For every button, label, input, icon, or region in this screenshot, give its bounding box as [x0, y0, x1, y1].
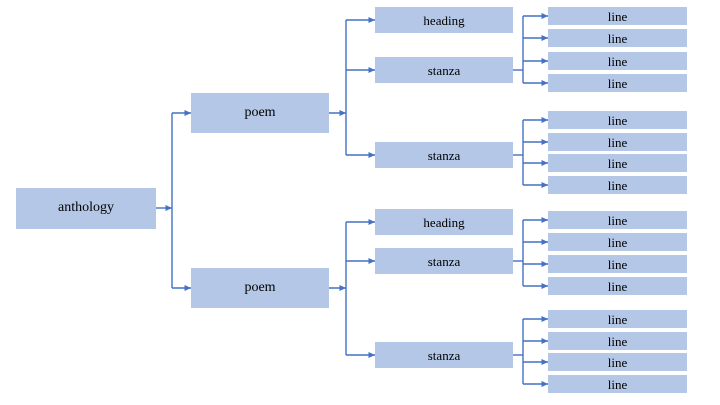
node-line-1-2-2: line [548, 353, 687, 371]
node-line-0-1-0: line [548, 7, 687, 25]
node-line-1-1-3: line [548, 277, 687, 295]
node-stanza-1-2: stanza [375, 342, 513, 368]
node-line-0-1-1: line [548, 29, 687, 47]
node-stanza-1-1: stanza [375, 248, 513, 274]
node-line-0-2-1: line [548, 133, 687, 151]
node-line-1-2-3: line [548, 375, 687, 393]
node-line-1-1-2: line [548, 255, 687, 273]
connector-group [156, 13, 548, 387]
node-line-0-2-2: line [548, 154, 687, 172]
node-line-0-2-3: line [548, 176, 687, 194]
node-poem-0: poem [191, 93, 329, 133]
node-stanza-0-1: stanza [375, 57, 513, 83]
node-line-0-1-3: line [548, 74, 687, 92]
node-line-1-1-1: line [548, 233, 687, 251]
node-heading-0-0: heading [375, 7, 513, 33]
node-line-1-2-0: line [548, 310, 687, 328]
node-poem-1: poem [191, 268, 329, 308]
node-line-1-2-1: line [548, 332, 687, 350]
node-line-1-1-0: line [548, 211, 687, 229]
node-line-0-1-2: line [548, 52, 687, 70]
node-anthology: anthology [16, 187, 156, 229]
node-stanza-0-2: stanza [375, 142, 513, 168]
node-heading-1-0: heading [375, 209, 513, 235]
node-line-0-2-0: line [548, 111, 687, 129]
